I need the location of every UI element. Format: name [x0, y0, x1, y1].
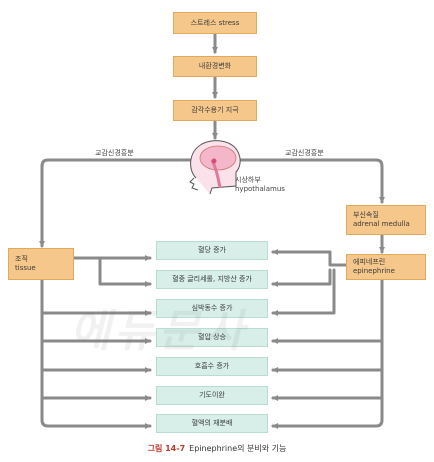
effect-blood-redistribution: 혈액의 재분배 [156, 414, 268, 433]
arrow-to-adrenal [238, 158, 385, 204]
arrow-tissue-glycerol [98, 256, 152, 287]
adrenal-label-ko: 부신속질 [353, 211, 379, 219]
right-sympathetic-label: 교감신경흥분 [285, 149, 324, 157]
effect-blood-glucose: 혈당 증가 [156, 241, 268, 260]
arrow-tissue-blood-redistribution [40, 276, 152, 429]
epinephrine-label-en: epinephrine [353, 267, 395, 275]
tissue-label-en: tissue [15, 264, 36, 272]
adrenal-label-en: adrenal medulla [353, 220, 410, 228]
effect-heart-rate: 심박동수 증가 [156, 299, 268, 318]
tissue-label-ko: 조직 [15, 255, 28, 263]
effect-blood-pressure: 혈압 상승 [156, 328, 268, 347]
arrow-epi-blood-redistribution [271, 276, 384, 429]
arrow-epi-heart-rate [271, 268, 336, 316]
hypothalamus-label: 시상하부 hypothalamus [235, 176, 285, 194]
stress-box: 스트레스 stress [173, 12, 257, 34]
figure-title: Epinephrine의 분비와 기능 [189, 444, 287, 453]
arrow-epi-glucose [271, 249, 354, 267]
arrow-epi-glycerol [271, 268, 332, 287]
figure-number: 그림 14-7 [147, 444, 186, 453]
hypothalamus-label-en: hypothalamus [235, 185, 285, 193]
environment-change-box: 내환경변화 [173, 56, 257, 77]
watermark: 에듀문사 [70, 306, 248, 357]
left-sympathetic-label: 교감신경흥분 [95, 149, 134, 157]
receptor-stimulus-box: 감각수용기 지극 [173, 100, 257, 121]
effect-glycerol-fatty-acid: 혈중 글리세롤, 지방산 증가 [156, 270, 268, 289]
epinephrine-label-ko: 에피네프린 [353, 258, 386, 266]
arrow-to-tissue [39, 158, 194, 248]
hypothalamus-label-ko: 시상하부 [235, 176, 261, 184]
effect-bronchodilation: 기도이완 [156, 386, 268, 405]
head-brain-icon [189, 140, 241, 195]
effect-respiration: 호흡수 증가 [156, 357, 268, 376]
